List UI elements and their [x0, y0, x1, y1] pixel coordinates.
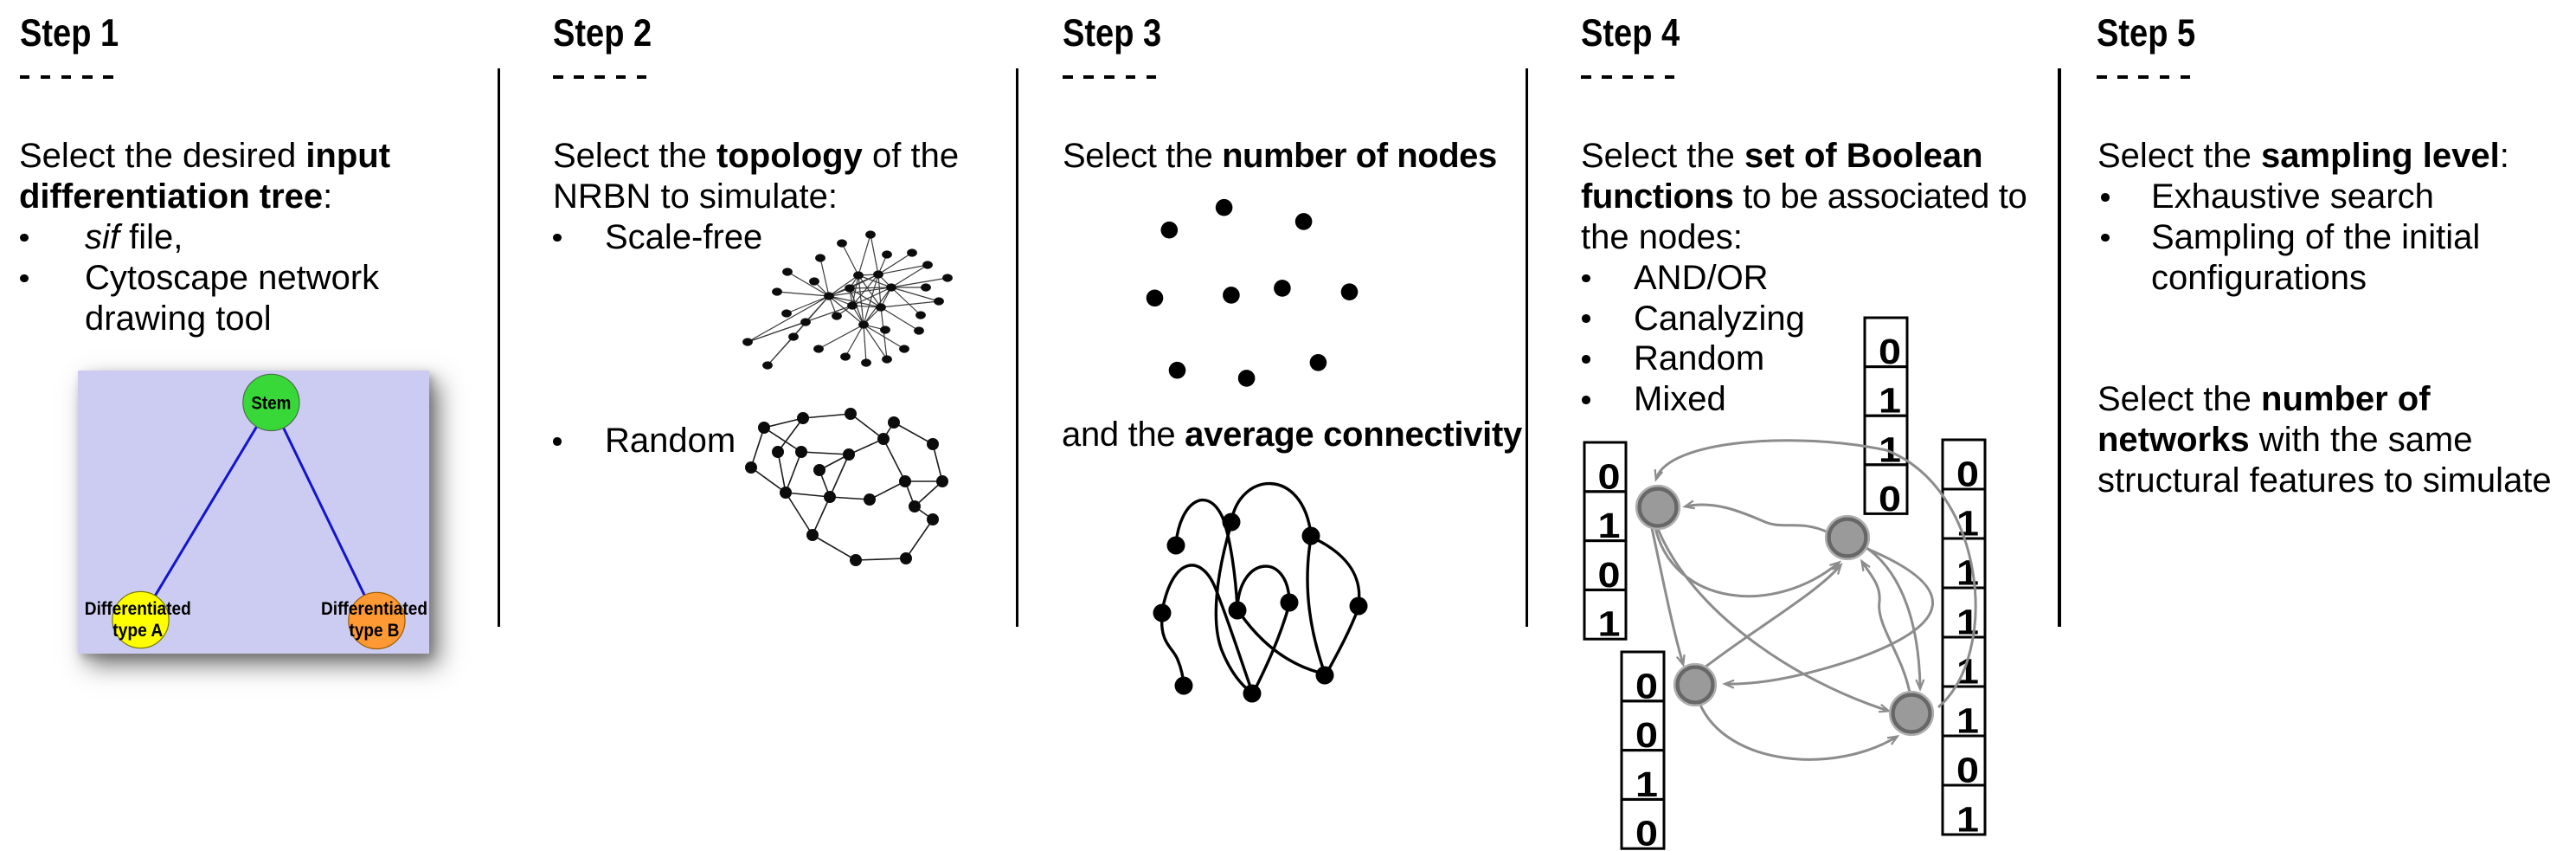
svg-text:Differentiated: Differentiated [85, 599, 191, 619]
svg-text:1: 1 [1879, 381, 1901, 421]
svg-text:1: 1 [1956, 800, 1979, 840]
svg-text:1: 1 [1956, 701, 1979, 741]
svg-text:type A: type A [112, 621, 163, 641]
svg-text:0: 0 [1635, 666, 1658, 706]
svg-text:1: 1 [1598, 604, 1621, 644]
svg-text:1: 1 [1956, 504, 1979, 544]
svg-text:Stem: Stem [251, 393, 291, 413]
svg-text:0: 0 [1635, 814, 1658, 851]
svg-text:Differentiated: Differentiated [321, 599, 427, 619]
svg-text:0: 0 [1956, 751, 1979, 790]
svg-text:0: 0 [1956, 455, 1979, 494]
svg-text:1: 1 [1635, 764, 1658, 804]
svg-text:type B: type B [350, 621, 400, 641]
svg-text:0: 0 [1598, 456, 1621, 496]
svg-text:0: 0 [1879, 332, 1901, 371]
svg-text:0: 0 [1635, 715, 1658, 755]
svg-text:1: 1 [1598, 506, 1621, 545]
svg-text:0: 0 [1598, 555, 1621, 595]
svg-text:0: 0 [1879, 479, 1901, 519]
